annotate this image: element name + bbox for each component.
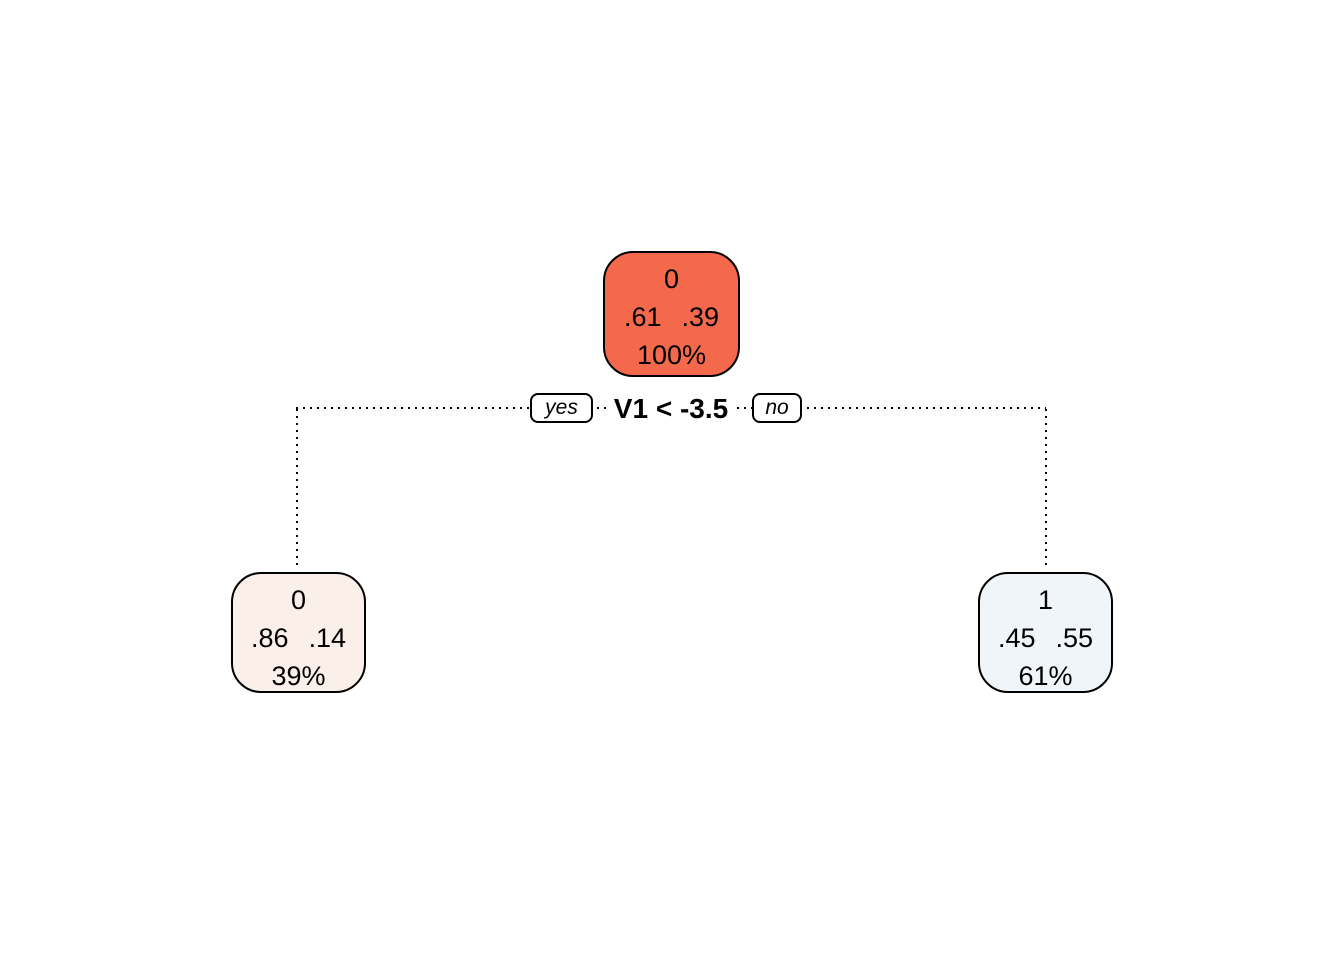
tree-node-left-leaf: 0 .86 .14 39% [231, 572, 366, 693]
no-branch-label: no [752, 393, 802, 423]
node-coverage-percent: 61% [1018, 661, 1073, 691]
branch-dotted-line-left-vertical [296, 409, 298, 568]
node-prob-class1: .39 [681, 302, 720, 332]
branch-dotted-line-right-vertical [1045, 409, 1047, 568]
node-prob-class1: .14 [308, 623, 347, 653]
node-probabilities: .61 .39 [605, 298, 738, 336]
node-class-label: 0 [663, 264, 680, 294]
node-coverage-percent: 39% [271, 661, 326, 691]
node-class-label: 0 [290, 585, 307, 615]
node-prob-class0: .86 [250, 623, 289, 653]
node-prob-class0: .45 [997, 623, 1036, 653]
node-class-label: 1 [1037, 585, 1054, 615]
split-condition-label: V1 < -3.5 [606, 393, 736, 425]
tree-node-right-leaf: 1 .45 .55 61% [978, 572, 1113, 693]
node-probabilities: .45 .55 [980, 619, 1111, 657]
node-coverage-percent: 100% [636, 340, 707, 370]
node-prob-class0: .61 [623, 302, 662, 332]
node-probabilities: .86 .14 [233, 619, 364, 657]
yes-branch-label: yes [530, 393, 593, 423]
tree-node-root: 0 .61 .39 100% [603, 251, 740, 377]
node-prob-class1: .55 [1055, 623, 1094, 653]
